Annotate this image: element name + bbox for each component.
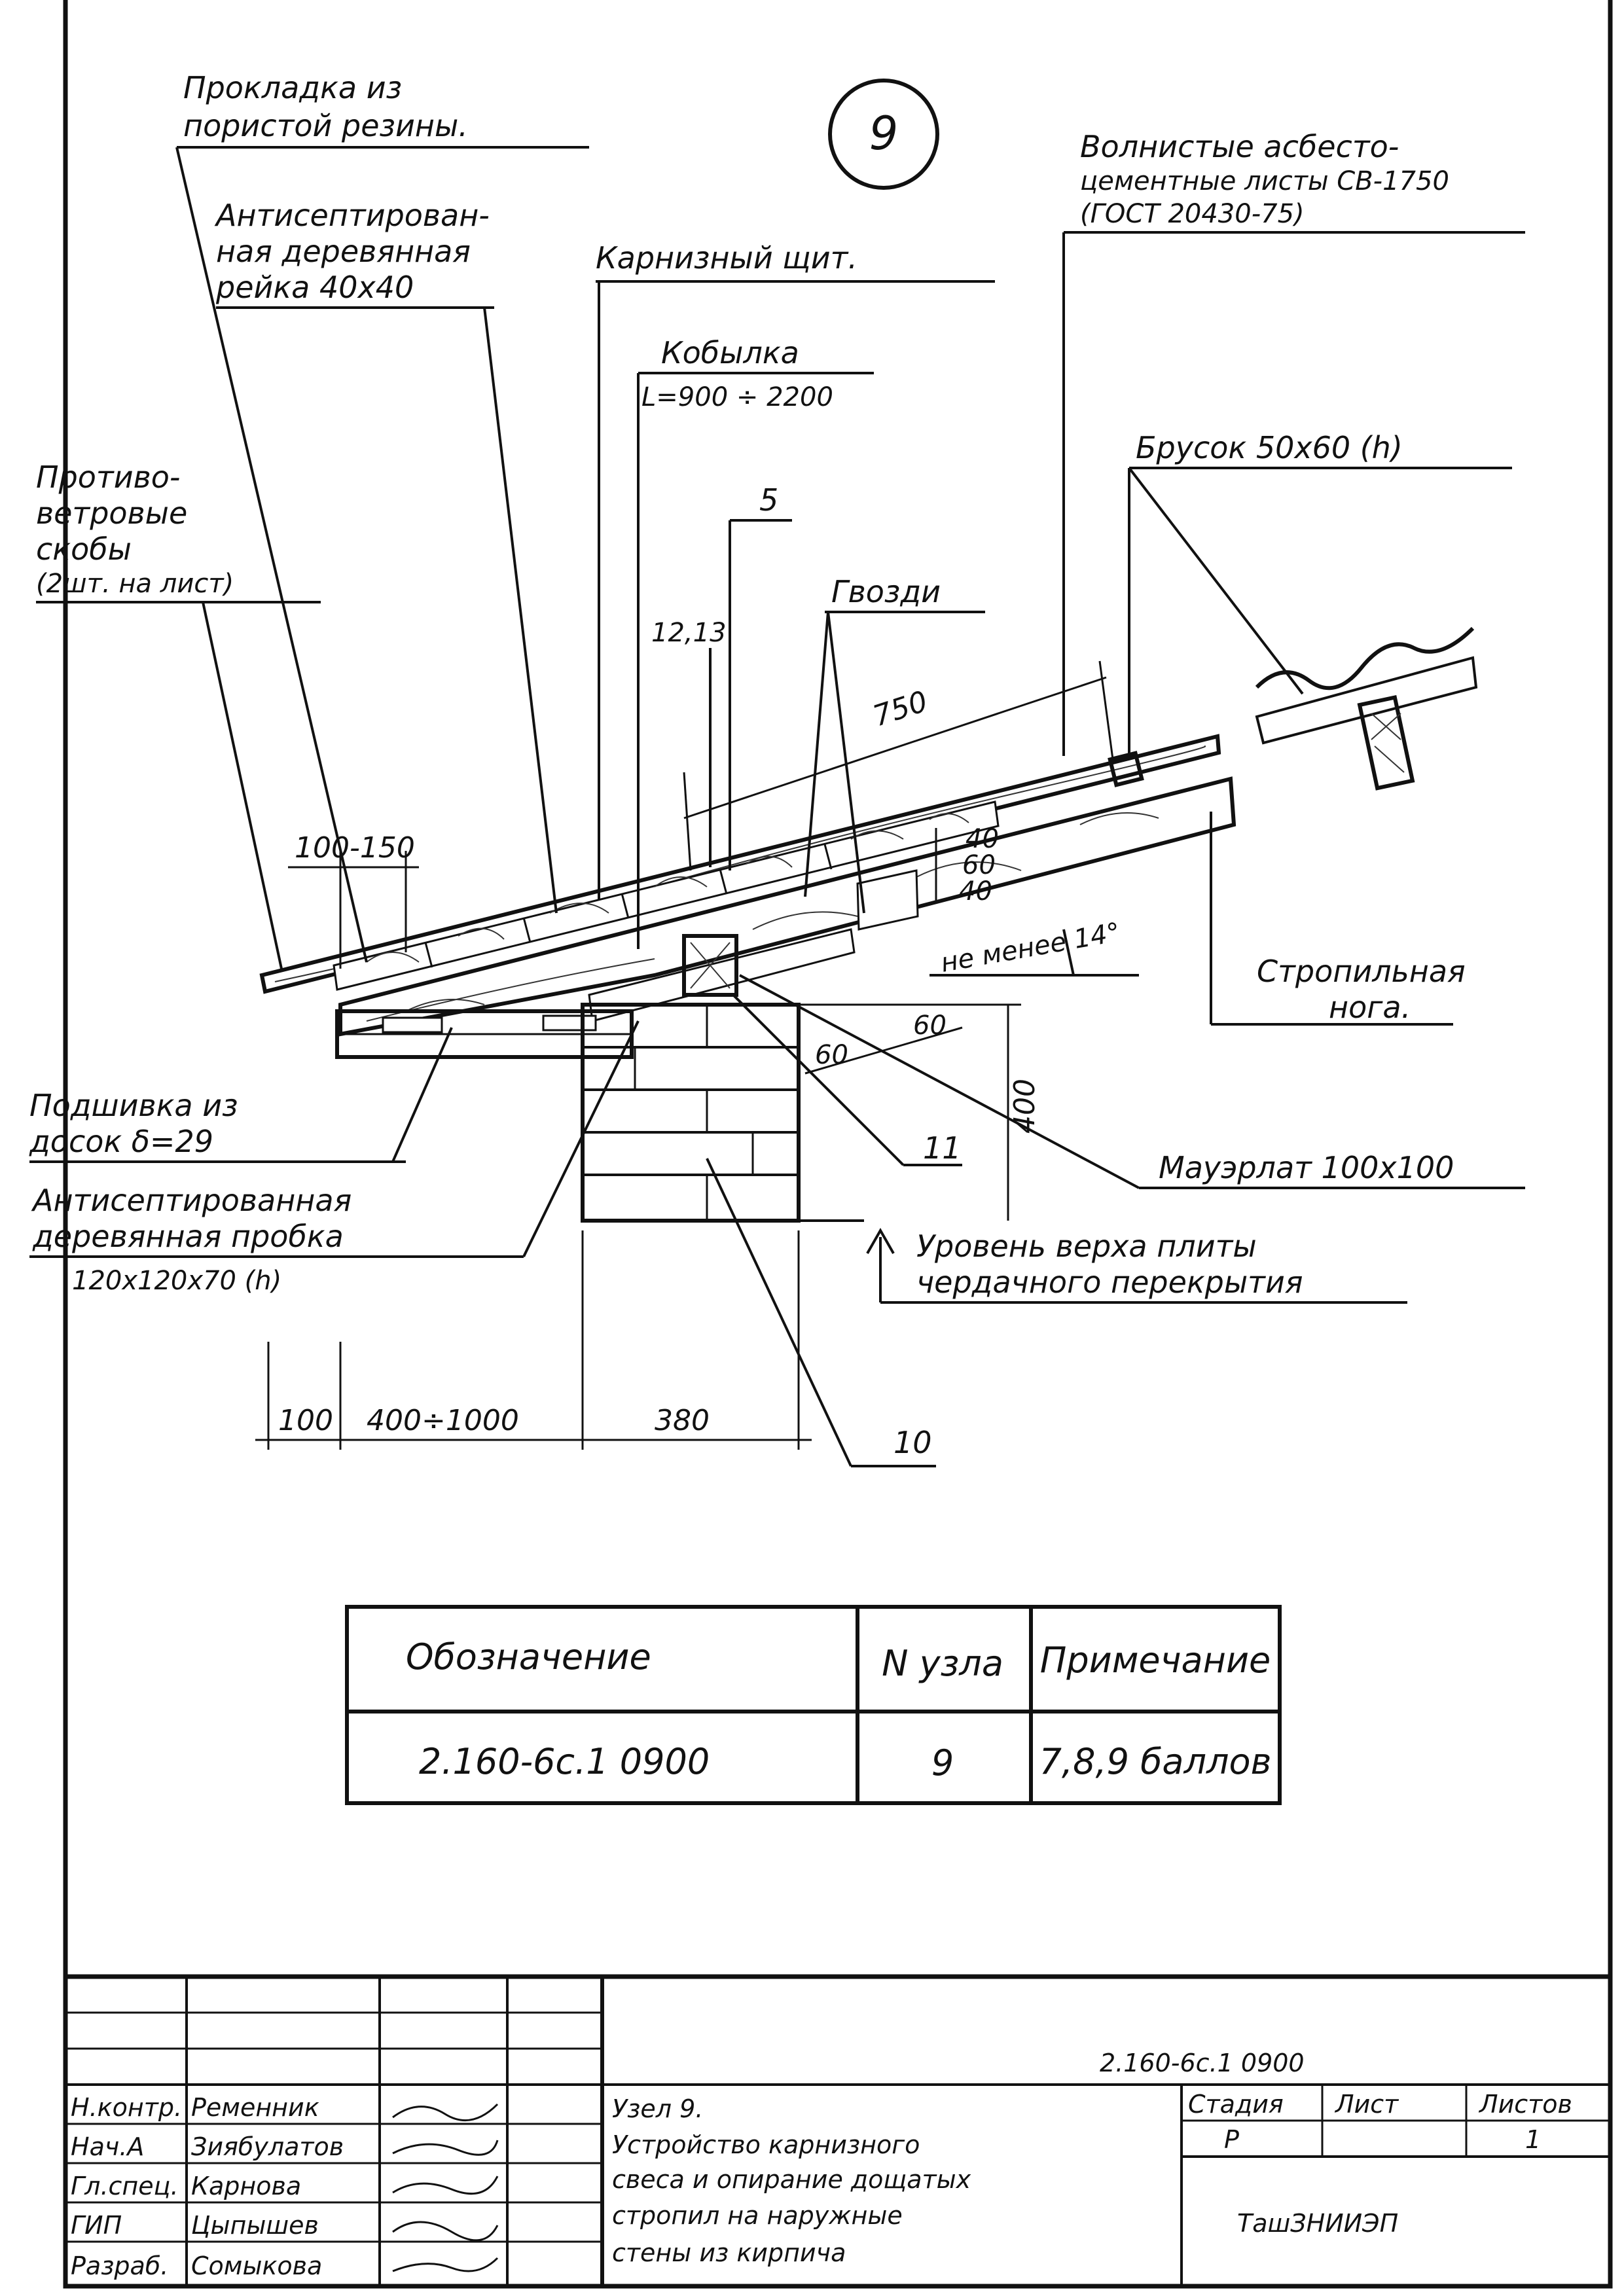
label-rafter-2: нога. bbox=[1329, 990, 1411, 1025]
label-plug-2: деревянная пробка bbox=[32, 1219, 344, 1254]
label-slab-level-1: Уровень верха плиты bbox=[916, 1229, 1257, 1264]
tb-name-0: Ременник bbox=[191, 2093, 319, 2122]
dim-400-1000: 400÷1000 bbox=[367, 1404, 519, 1437]
brick-wall bbox=[581, 1003, 801, 1223]
tb-role-3: ГИП bbox=[71, 2211, 122, 2240]
dim-380: 380 bbox=[655, 1404, 710, 1437]
dim-60: 60 bbox=[962, 850, 996, 880]
ref-row-note: 7,8,9 баллов bbox=[1039, 1741, 1272, 1782]
asbestos-sheet bbox=[259, 734, 1221, 994]
label-wind-clips-3: скобы bbox=[36, 531, 132, 567]
label-rafter-1: Стропильная bbox=[1257, 954, 1466, 989]
label-lath-2: ная деревянная bbox=[216, 234, 471, 269]
tb-sheet: 1 bbox=[1525, 2125, 1541, 2154]
dim-750: 750 bbox=[869, 685, 932, 733]
label-pos11: 11 bbox=[923, 1130, 962, 1166]
lath-row bbox=[333, 800, 1000, 991]
kobylka bbox=[588, 928, 856, 1022]
label-wind-clips-4: (2шт. на лист) bbox=[36, 569, 234, 599]
title-block: 2.160-6с.1 0900 Н.контр. Нач.А Гл.спец. … bbox=[65, 1974, 1610, 2286]
tb-name-1: Зиябулатов bbox=[191, 2132, 344, 2161]
dim-100-150: 100-150 bbox=[295, 831, 415, 865]
tb-name-3: Цыпышев bbox=[191, 2211, 319, 2240]
mauerlat bbox=[682, 934, 738, 997]
roof-assembly bbox=[259, 626, 1478, 1223]
tb-org: ТашЗНИИЭП bbox=[1237, 2209, 1398, 2238]
label-eaves-board: Карнизный щит. bbox=[596, 240, 857, 276]
label-pos1213: 12,13 bbox=[651, 618, 727, 648]
label-wind-clips-2: ветровые bbox=[36, 495, 187, 531]
ref-header-note: Примечание bbox=[1040, 1640, 1271, 1681]
sheet-frame bbox=[63, 0, 1613, 2289]
dimensions: 750 100-150 40 60 40 60 60 400 100 400÷1… bbox=[255, 660, 1114, 1450]
dim-100: 100 bbox=[278, 1404, 333, 1437]
bar-50x60 bbox=[1108, 751, 1144, 787]
tb-name-2: Карнова bbox=[191, 2172, 301, 2200]
label-slab-level-2: чердачного перекрытия bbox=[916, 1265, 1303, 1300]
label-sheets-2: цементные листы СВ-1750 bbox=[1080, 166, 1449, 196]
label-nails: Гвозди bbox=[831, 574, 941, 609]
tb-name-4: Сомыкова bbox=[191, 2251, 322, 2280]
label-lath-1: Антисептирован- bbox=[214, 198, 490, 233]
tb-desc-4: стены из кирпича bbox=[612, 2238, 846, 2267]
tb-desc-0: Узел 9. bbox=[612, 2094, 703, 2123]
label-plug-1: Антисептированная bbox=[31, 1183, 352, 1218]
tb-stage-header: Стадия bbox=[1188, 2090, 1284, 2119]
label-sheets-3: (ГОСТ 20430-75) bbox=[1080, 199, 1305, 229]
signatures bbox=[392, 2103, 499, 2272]
label-lath-3: рейка 40x40 bbox=[215, 270, 414, 305]
dim-400: 400 bbox=[1008, 1079, 1041, 1134]
tb-stage: Р bbox=[1224, 2125, 1239, 2154]
node-number: 9 bbox=[869, 107, 899, 160]
label-sheets-1: Волнистые асбесто- bbox=[1080, 129, 1399, 164]
labels: Прокладка из пористой резины. Антисептир… bbox=[29, 70, 1525, 1467]
tb-desc-1: Устройство карнизного bbox=[612, 2130, 920, 2159]
label-kobylka-1: Кобылка bbox=[661, 335, 799, 370]
tb-desc-2: свеса и опирание дощатых bbox=[612, 2165, 971, 2194]
ref-row-node: 9 bbox=[931, 1742, 954, 1784]
tb-desc-3: стропил на наружные bbox=[612, 2201, 903, 2230]
ref-header-node: N узла bbox=[882, 1643, 1003, 1684]
tb-sheet-header: Лист bbox=[1334, 2090, 1399, 2119]
label-soffit-1: Подшивка из bbox=[29, 1088, 238, 1123]
label-angle: не менее 14° bbox=[939, 917, 1123, 978]
label-pos5: 5 bbox=[759, 482, 778, 518]
label-mauerlat: Мауэрлат 100x100 bbox=[1159, 1150, 1454, 1185]
label-bar: Брусок 50x60 (h) bbox=[1136, 430, 1403, 465]
label-gasket-2: пористой резины. bbox=[183, 108, 468, 143]
label-soffit-2: досок δ=29 bbox=[29, 1124, 213, 1159]
tb-role-4: Разраб. bbox=[71, 2251, 168, 2280]
tb-sheets-header: Листов bbox=[1478, 2090, 1572, 2119]
dim-40a: 40 bbox=[965, 824, 999, 854]
bar-detail bbox=[1255, 626, 1478, 791]
tb-code: 2.160-6с.1 0900 bbox=[1100, 2049, 1305, 2077]
label-gasket-1: Прокладка из bbox=[183, 70, 402, 105]
ref-header-designation: Обозначение bbox=[406, 1636, 651, 1677]
reference-table: Обозначение N узла Примечание 2.160-6с.1… bbox=[345, 1605, 1282, 1805]
dim-40b: 40 bbox=[959, 876, 992, 906]
tb-role-1: Нач.А bbox=[71, 2132, 144, 2161]
label-wind-clips-1: Противо- bbox=[36, 459, 180, 495]
dim-60b: 60 bbox=[913, 1011, 947, 1041]
tb-role-2: Гл.спец. bbox=[71, 2172, 179, 2200]
label-kobylka-2: L=900 ÷ 2200 bbox=[641, 382, 833, 412]
ref-row-designation: 2.160-6с.1 0900 bbox=[419, 1741, 710, 1782]
label-plug-3: 120x120x70 (h) bbox=[72, 1266, 281, 1296]
tb-role-0: Н.контр. bbox=[71, 2093, 182, 2122]
rafter bbox=[338, 776, 1236, 1037]
nogging bbox=[856, 869, 919, 931]
node-number-circle bbox=[828, 79, 939, 190]
label-pos10: 10 bbox=[893, 1425, 932, 1460]
